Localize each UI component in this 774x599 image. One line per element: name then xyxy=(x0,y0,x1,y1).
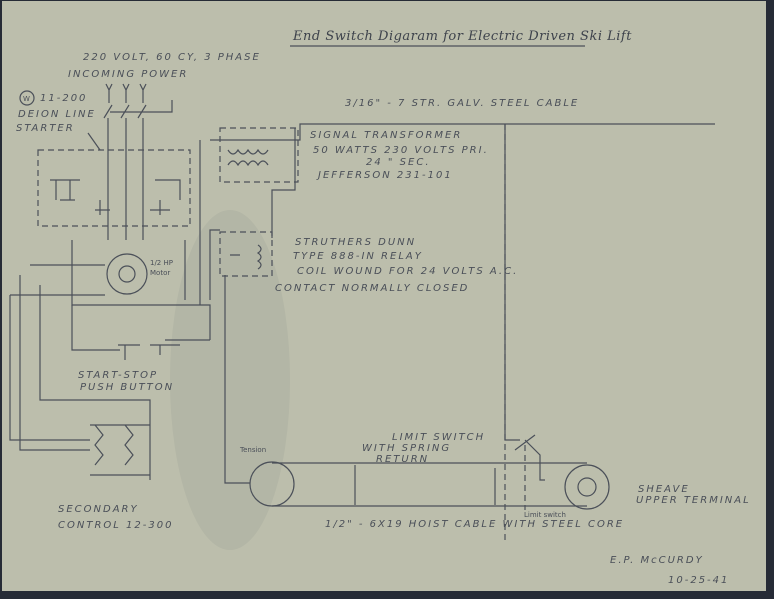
starter-label-1: DEION LINE xyxy=(18,109,96,120)
transformer-title: SIGNAL TRANSFORMER xyxy=(310,130,462,141)
relay-coil xyxy=(230,244,262,270)
starter-arrow xyxy=(87,132,101,151)
push-button-label-2: PUSH BUTTON xyxy=(80,382,174,393)
relay-contact: CONTACT NORMALLY CLOSED xyxy=(275,283,469,294)
relay-box xyxy=(219,231,273,277)
limit-switch-label-3: RETURN xyxy=(376,454,429,465)
starter-box xyxy=(37,149,191,227)
motor-rotor xyxy=(118,265,136,283)
signature: E.P. McCURDY xyxy=(610,555,704,566)
motor-label: Motor xyxy=(150,269,170,277)
limit-switch-small-label: Limit switch xyxy=(524,511,566,519)
transformer-coils xyxy=(227,148,269,167)
date: 10-25-41 xyxy=(668,575,729,586)
secondary-label-2: CONTROL 12-300 xyxy=(58,520,173,531)
motor-symbol xyxy=(106,253,148,295)
secondary-label-1: SECONDARY xyxy=(58,504,139,515)
push-button-symbol xyxy=(118,344,180,360)
diagram-title: End Switch Digaram for Electric Driven S… xyxy=(292,29,632,44)
paper xyxy=(2,1,766,591)
push-button-label-1: START-STOP xyxy=(78,370,158,381)
starter-contacts xyxy=(50,179,181,215)
steel-cable-label: 3/16" - 7 STR. GALV. STEEL CABLE xyxy=(345,98,579,109)
secondary-transformer xyxy=(90,424,150,476)
starter-label-2: STARTER xyxy=(16,123,75,134)
transformer-rating: 50 WATTS 230 VOLTS PRI. xyxy=(313,145,489,156)
transformer-model: JEFFERSON 231-101 xyxy=(316,170,453,181)
starter-badge: W xyxy=(23,95,30,103)
hoist-cable xyxy=(272,462,587,507)
sheave-label-2: UPPER TERMINAL xyxy=(636,495,751,506)
power-spec: 220 VOLT, 60 CY, 3 PHASE xyxy=(83,52,261,63)
limit-switch-lever xyxy=(514,434,545,481)
upper-sheave xyxy=(564,464,610,510)
motor-hp: 1/2 HP xyxy=(150,259,173,267)
power-label: INCOMING POWER xyxy=(68,69,188,80)
sheave-label-1: SHEAVE xyxy=(638,484,690,495)
upper-sheave-hub xyxy=(577,477,597,497)
tension-label: Tension xyxy=(239,446,266,454)
transformer-box xyxy=(219,127,299,183)
starter-model: 11-200 xyxy=(40,93,87,104)
westinghouse-logo xyxy=(19,90,35,106)
transformer-secondary: 24 " SEC. xyxy=(366,157,431,168)
hoist-cable-label: 1/2" - 6X19 HOIST CABLE WITH STEEL CORE xyxy=(325,519,624,530)
relay-maker: STRUTHERS DUNN xyxy=(295,237,416,248)
limit-switch-label-2: WITH SPRING xyxy=(362,443,451,454)
incoming-terminals xyxy=(103,83,173,240)
relay-type: TYPE 888-IN RELAY xyxy=(293,251,423,262)
limit-switch-label-1: LIMIT SWITCH xyxy=(392,432,485,443)
relay-coil-spec: COIL WOUND FOR 24 VOLTS A.C. xyxy=(297,266,518,277)
